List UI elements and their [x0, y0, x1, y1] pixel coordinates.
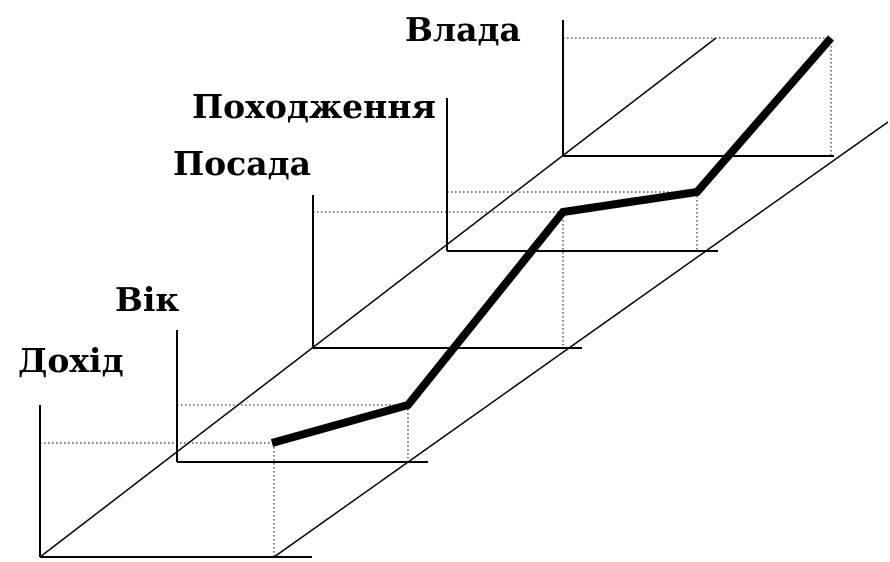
dimension-plane-age	[176, 330, 428, 463]
label-origin: Походження	[192, 87, 436, 126]
dimension-plane-power	[562, 20, 834, 157]
dimension-plane-position	[312, 195, 582, 349]
dimension-plane-origin	[446, 98, 718, 252]
left-rail	[39, 37, 717, 558]
label-income: Дохід	[18, 341, 124, 380]
dimension-plane-income	[39, 405, 312, 558]
label-position: Посада	[173, 144, 311, 183]
status-profile-line	[270, 35, 835, 447]
label-power: Влада	[405, 10, 521, 49]
right-rail	[273, 121, 889, 558]
label-age: Вік	[115, 280, 179, 319]
